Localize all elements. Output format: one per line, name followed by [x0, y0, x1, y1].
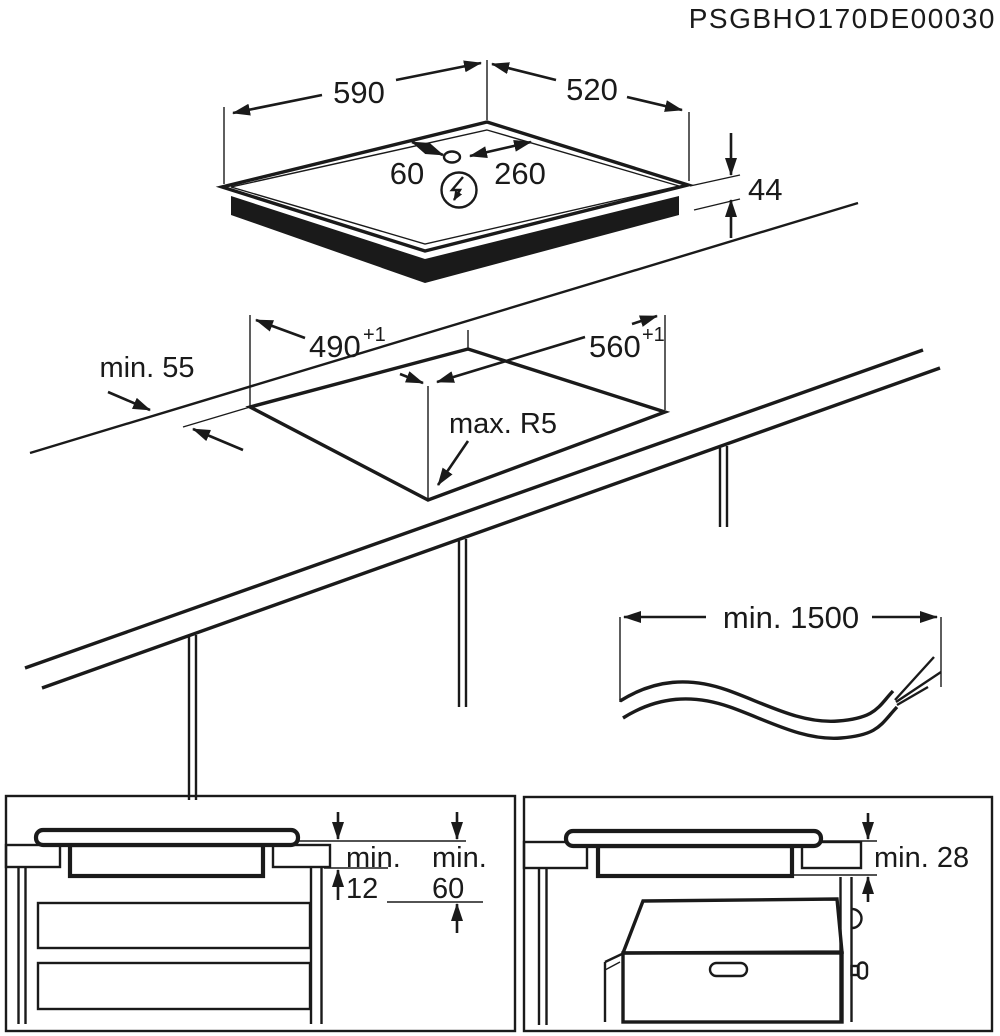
power-cable-icon [619, 656, 942, 740]
hob-isometric-view: 590 520 60 260 44 [215, 60, 782, 283]
min-12-prefix: min. [346, 842, 401, 874]
worktop-front-edge-top [24, 348, 924, 670]
oven-handle [708, 961, 749, 978]
corner-radius-label: max. R5 [449, 408, 557, 440]
dim-590: 590 [223, 60, 488, 184]
dim-max-r5: max. R5 [436, 408, 557, 486]
dim-min-28: min. 28 [862, 813, 969, 902]
min-60-value: 60 [432, 873, 464, 905]
built-under-oven [603, 897, 844, 1024]
offset-right-label: 260 [494, 156, 546, 191]
worktop-left [522, 840, 589, 870]
worktop-left [4, 843, 62, 869]
min-28-label: min. 28 [874, 842, 969, 874]
dim-min-60: min. 60 [432, 812, 487, 933]
drawing-number: PSGBHO170DE00030 [689, 3, 996, 34]
worktop-right [800, 840, 863, 870]
cabinet-legs [187, 446, 729, 800]
hob-body [231, 196, 679, 283]
oven-front-face [621, 951, 844, 1024]
hob-glass-section [33, 827, 301, 848]
depth-label: 520 [566, 72, 618, 107]
cutout-width-value: 560 [589, 329, 641, 364]
dim-490: 490 +1 [249, 315, 424, 406]
dim-520: 520 [491, 62, 690, 181]
worktop-right [271, 843, 332, 869]
min-12-value: 12 [346, 873, 378, 905]
hob-glass-inner-edge [230, 129, 682, 245]
cable-length-label: min. 1500 [723, 600, 859, 635]
offset-left-label: 60 [390, 156, 424, 191]
width-label: 590 [333, 75, 385, 110]
power-connection-icon [440, 171, 478, 209]
worktop-back-edge [29, 201, 859, 455]
rear-clearance-label: min. 55 [99, 352, 194, 384]
worktop-cutout-view: 490 +1 560 +1 min. 55 max. R5 [24, 201, 941, 800]
clearance-side-view-right: min. 28 [522, 795, 994, 1033]
cabinet-side-left [537, 868, 548, 1025]
height-label: 44 [748, 172, 782, 207]
drawer-upper [36, 901, 312, 950]
dim-44: 44 [689, 133, 782, 238]
hob-body-section [595, 843, 795, 879]
cutout-depth-value: 490 [309, 329, 361, 364]
oval-connection-point-icon [442, 150, 462, 164]
clearance-side-view-left: min. 12 min. 60 [4, 794, 517, 1033]
hinge-bump [851, 907, 863, 930]
drawer-lower [36, 961, 312, 1011]
power-cable-view: min. 1500 [619, 600, 942, 740]
right-panel-frame [522, 795, 994, 1033]
dim-560: 560 +1 [436, 314, 666, 410]
hob-glass-section [563, 828, 824, 849]
cutout-width-tolerance: +1 [642, 324, 665, 346]
min-60-prefix: min. [432, 842, 487, 874]
hob-body-section [67, 842, 266, 879]
cutout-opening [245, 347, 671, 502]
dim-min-55: min. 55 [99, 352, 251, 452]
worktop-front-edge-bottom [41, 366, 941, 690]
cabinet-sides [17, 868, 323, 1024]
oven-top-face [620, 897, 844, 955]
cutout-depth-tolerance: +1 [363, 324, 386, 346]
dim-min-12: min. 12 [332, 812, 401, 905]
dim-connection-offsets: 60 260 [390, 139, 546, 191]
cabinet-side-right [839, 877, 869, 1022]
bolt-head [856, 961, 869, 980]
left-panel-frame [4, 794, 517, 1033]
